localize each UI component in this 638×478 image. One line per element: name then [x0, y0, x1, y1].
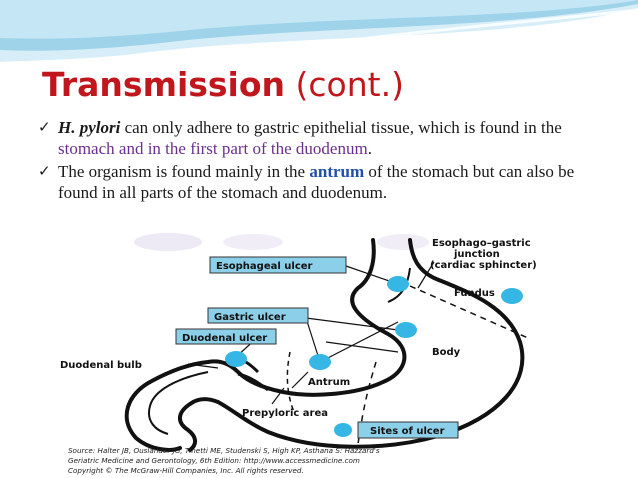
ulcer-site-dot — [225, 351, 247, 367]
source-line: Source: Halter JB, Ouslander JG, Tinetti… — [68, 446, 380, 455]
ulcer-site-dot — [334, 423, 352, 437]
label-duodenal-bulb: Duodenal bulb — [60, 360, 142, 371]
label-esophago-gastric: Esophago–gastric — [432, 238, 531, 249]
bullet-text-part: . — [367, 139, 372, 158]
label-gastric-ulcer: Gastric ulcer — [214, 312, 286, 323]
slide-title-light: (cont.) — [295, 65, 404, 104]
bullet-item: ✓ The organism is found mainly in the an… — [38, 161, 618, 203]
label-antrum: Antrum — [308, 377, 350, 388]
slide-title-bold: Transmission — [42, 65, 286, 104]
header-wave-decoration — [0, 0, 638, 70]
label-duodenal-ulcer: Duodenal ulcer — [182, 333, 267, 344]
label-cardiac-sphincter: (cardiac sphincter) — [430, 260, 537, 271]
ulcer-site-dot — [501, 288, 523, 304]
label-esophageal-ulcer: Esophageal ulcer — [216, 261, 313, 272]
copyright-line: Copyright © The McGraw-Hill Companies, I… — [68, 466, 304, 475]
source-line: Geriatric Medicine and Gerontology, 6th … — [68, 456, 360, 465]
slide-title: Transmission (cont.) — [42, 66, 404, 104]
bullet-text-part: antrum — [309, 162, 365, 181]
bullet-item: ✓ H. pylori can only adhere to gastric e… — [38, 117, 618, 159]
label-junction: junction — [453, 249, 500, 260]
label-body: Body — [432, 347, 461, 358]
bullet-text-part: stomach and in the first part of the duo… — [58, 139, 368, 158]
stomach-outline — [124, 238, 407, 452]
stomach-diagram-svg: Esophageal ulcer Gastric ulcer Duodenal … — [60, 233, 537, 452]
stomach-ulcer-diagram: Esophageal ulcer Gastric ulcer Duodenal … — [58, 222, 578, 478]
bullet-text-part: can only adhere to gastric epithelial ti… — [120, 118, 562, 137]
label-fundus: Fundus — [454, 288, 495, 299]
ulcer-site-dot — [387, 276, 409, 292]
checkmark-icon: ✓ — [38, 162, 51, 180]
ulcer-site-dot — [309, 354, 331, 370]
stomach-outline — [178, 238, 525, 452]
ulcer-site-dot — [395, 322, 417, 338]
bullet-text-part: The organism is found mainly in the — [58, 162, 310, 181]
label-prepyloric-area: Prepyloric area — [242, 408, 328, 419]
bullet-list: ✓ H. pylori can only adhere to gastric e… — [38, 117, 618, 205]
bullet-text-part: of the stomach but can also be found in … — [58, 162, 575, 202]
label-sites-of-ulcer: Sites of ulcer — [370, 426, 445, 437]
checkmark-icon: ✓ — [38, 118, 51, 136]
bullet-text-part: H. pylori — [58, 118, 121, 137]
